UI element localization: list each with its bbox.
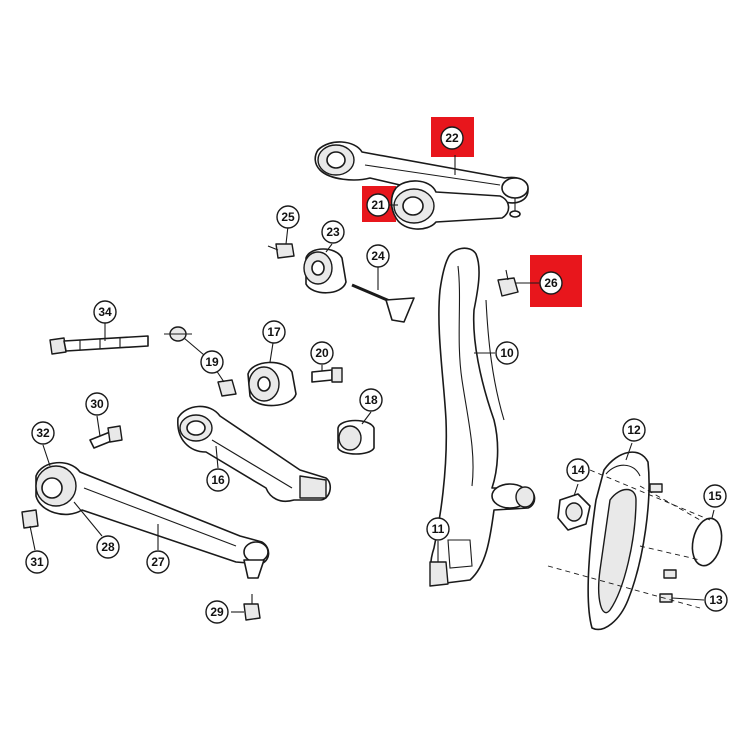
- callout-label-25: 25: [281, 210, 295, 224]
- callout-label-26: 26: [544, 276, 558, 290]
- callout-34: 34: [93, 300, 117, 324]
- bushing-17: [247, 361, 297, 407]
- callout-12: 12: [622, 418, 646, 442]
- callout-22: 22: [440, 126, 464, 150]
- callout-32: 32: [31, 421, 55, 445]
- bushing-23: [303, 248, 347, 294]
- callout-24: 24: [366, 244, 390, 268]
- callout-label-13: 13: [709, 593, 723, 607]
- leader-lines: [29, 155, 715, 613]
- dust-cap-15: [691, 517, 723, 567]
- callout-21: 21: [366, 193, 390, 217]
- hub-nut-14: [557, 493, 591, 531]
- callout-27: 27: [146, 550, 170, 574]
- callout-19: 19: [200, 350, 224, 374]
- callout-label-24: 24: [371, 249, 385, 263]
- callout-label-17: 17: [267, 325, 281, 339]
- callout-20: 20: [310, 341, 334, 365]
- callout-label-31: 31: [30, 555, 44, 569]
- callout-label-18: 18: [364, 393, 378, 407]
- callout-label-15: 15: [708, 489, 722, 503]
- tension-strut: [177, 405, 332, 503]
- alignment-lines: [547, 469, 711, 609]
- callout-31: 31: [25, 550, 49, 574]
- callout-26: 26: [539, 271, 563, 295]
- callout-28: 28: [96, 535, 120, 559]
- bolt-24: [351, 283, 415, 323]
- callout-label-32: 32: [36, 426, 50, 440]
- callout-25: 25: [276, 205, 300, 229]
- nut-31: [21, 509, 39, 529]
- callout-label-16: 16: [211, 473, 225, 487]
- callout-label-10: 10: [500, 346, 514, 360]
- callout-label-12: 12: [627, 423, 641, 437]
- callout-15: 15: [703, 484, 727, 508]
- nut-25: [267, 243, 295, 259]
- callout-11: 11: [426, 517, 450, 541]
- callout-label-14: 14: [571, 463, 585, 477]
- bolt-34: [49, 335, 149, 355]
- nut-29: [243, 594, 261, 621]
- callout-label-21: 21: [371, 198, 385, 212]
- bolt-30: [89, 425, 123, 449]
- callout-17: 17: [262, 320, 286, 344]
- callout-label-29: 29: [210, 605, 224, 619]
- callout-23: 23: [321, 220, 345, 244]
- bushing-18: [337, 419, 375, 455]
- splash-shield: [587, 451, 650, 631]
- callout-13: 13: [704, 588, 728, 612]
- callout-label-28: 28: [101, 540, 115, 554]
- callout-label-11: 11: [432, 522, 445, 536]
- callout-10: 10: [495, 341, 519, 365]
- callout-label-23: 23: [326, 225, 340, 239]
- callout-label-22: 22: [445, 131, 459, 145]
- callout-label-30: 30: [90, 397, 104, 411]
- callouts: 22 21 25 23 24 26 10 34: [25, 126, 728, 624]
- callout-label-20: 20: [315, 346, 329, 360]
- callout-label-34: 34: [98, 305, 112, 319]
- shield-bolts: [649, 483, 677, 603]
- steering-knuckle: [429, 247, 536, 587]
- upper-control-arm: [314, 141, 529, 230]
- callout-14: 14: [566, 458, 590, 482]
- callout-18: 18: [359, 388, 383, 412]
- nut-26: [497, 269, 519, 297]
- callout-29: 29: [205, 600, 229, 624]
- lower-control-arm: [35, 461, 270, 579]
- callout-30: 30: [85, 392, 109, 416]
- callout-16: 16: [206, 468, 230, 492]
- bolt-20: [311, 367, 343, 383]
- callout-label-27: 27: [151, 555, 165, 569]
- nut-19: [164, 326, 237, 397]
- callout-label-19: 19: [205, 355, 219, 369]
